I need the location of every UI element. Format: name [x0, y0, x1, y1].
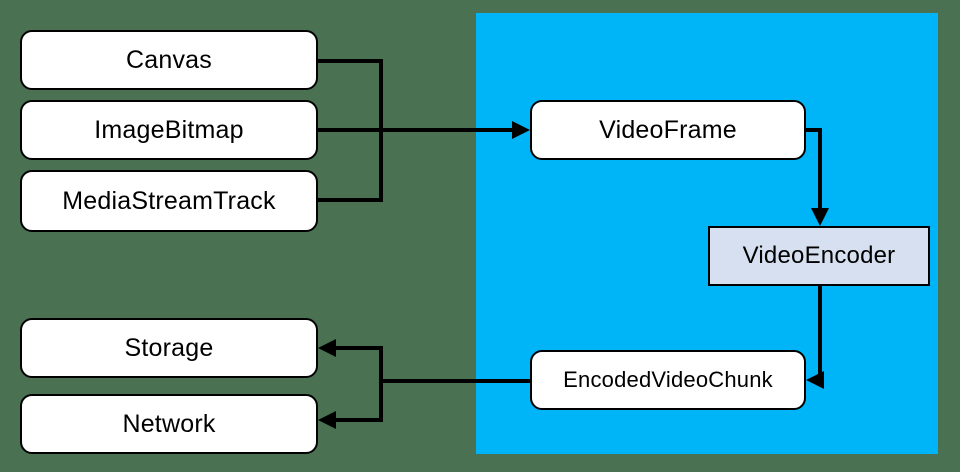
node-storage-label: Storage [124, 333, 214, 362]
node-videoframe[interactable]: VideoFrame [530, 100, 806, 160]
node-imagebitmap[interactable]: ImageBitmap [20, 100, 318, 160]
node-mediastreamtrack[interactable]: MediaStreamTrack [20, 170, 318, 232]
node-encodedvideochunk-label: EncodedVideoChunk [563, 367, 773, 392]
node-videoencoder[interactable]: VideoEncoder [708, 226, 930, 286]
edge-canvas-to-bus [318, 59, 383, 130]
node-canvas[interactable]: Canvas [20, 30, 318, 90]
node-mediastreamtrack-label: MediaStreamTrack [62, 186, 276, 215]
edge-mediastreamtrack-to-bus [318, 130, 383, 202]
node-network-label: Network [122, 409, 216, 438]
node-videoframe-label: VideoFrame [599, 115, 737, 144]
node-encodedvideochunk[interactable]: EncodedVideoChunk [530, 350, 806, 410]
node-videoencoder-label: VideoEncoder [742, 242, 896, 269]
node-imagebitmap-label: ImageBitmap [94, 115, 244, 144]
edge-bus-to-network [332, 381, 383, 422]
arrowhead-to-storage [318, 339, 336, 357]
arrowhead-to-network [318, 411, 336, 429]
node-network[interactable]: Network [20, 394, 318, 454]
node-canvas-label: Canvas [126, 45, 212, 74]
edge-bus-to-storage [332, 346, 383, 381]
node-storage[interactable]: Storage [20, 318, 318, 378]
